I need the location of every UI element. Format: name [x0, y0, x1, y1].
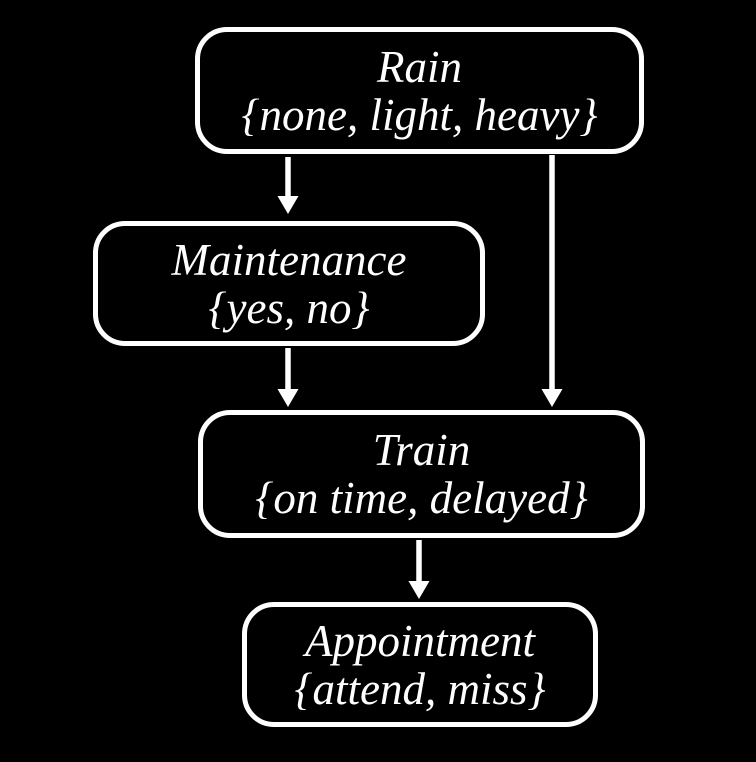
- node-rain-states: {none, light, heavy}: [241, 89, 598, 140]
- node-appointment: Appointment {attend, miss}: [242, 602, 598, 727]
- edge-maintenance-to-train-arrow: [277, 348, 299, 407]
- node-rain: Rain {none, light, heavy}: [195, 27, 644, 154]
- node-train: Train {on time, delayed}: [198, 410, 645, 538]
- node-maintenance-states: {yes, no}: [208, 282, 370, 333]
- node-maintenance: Maintenance {yes, no}: [93, 221, 485, 346]
- node-train-title: Train: [372, 425, 471, 475]
- edge-rain-to-train-arrow: [541, 155, 563, 407]
- node-appointment-states: {attend, miss}: [294, 663, 546, 714]
- node-maintenance-title: Maintenance: [171, 234, 407, 285]
- node-appointment-title: Appointment: [305, 615, 535, 666]
- edge-train-to-appointment-arrow: [408, 540, 430, 599]
- edge-rain-to-maintenance-arrow: [277, 157, 299, 214]
- node-train-states: {on time, delayed}: [255, 473, 588, 523]
- node-rain-title: Rain: [377, 41, 462, 92]
